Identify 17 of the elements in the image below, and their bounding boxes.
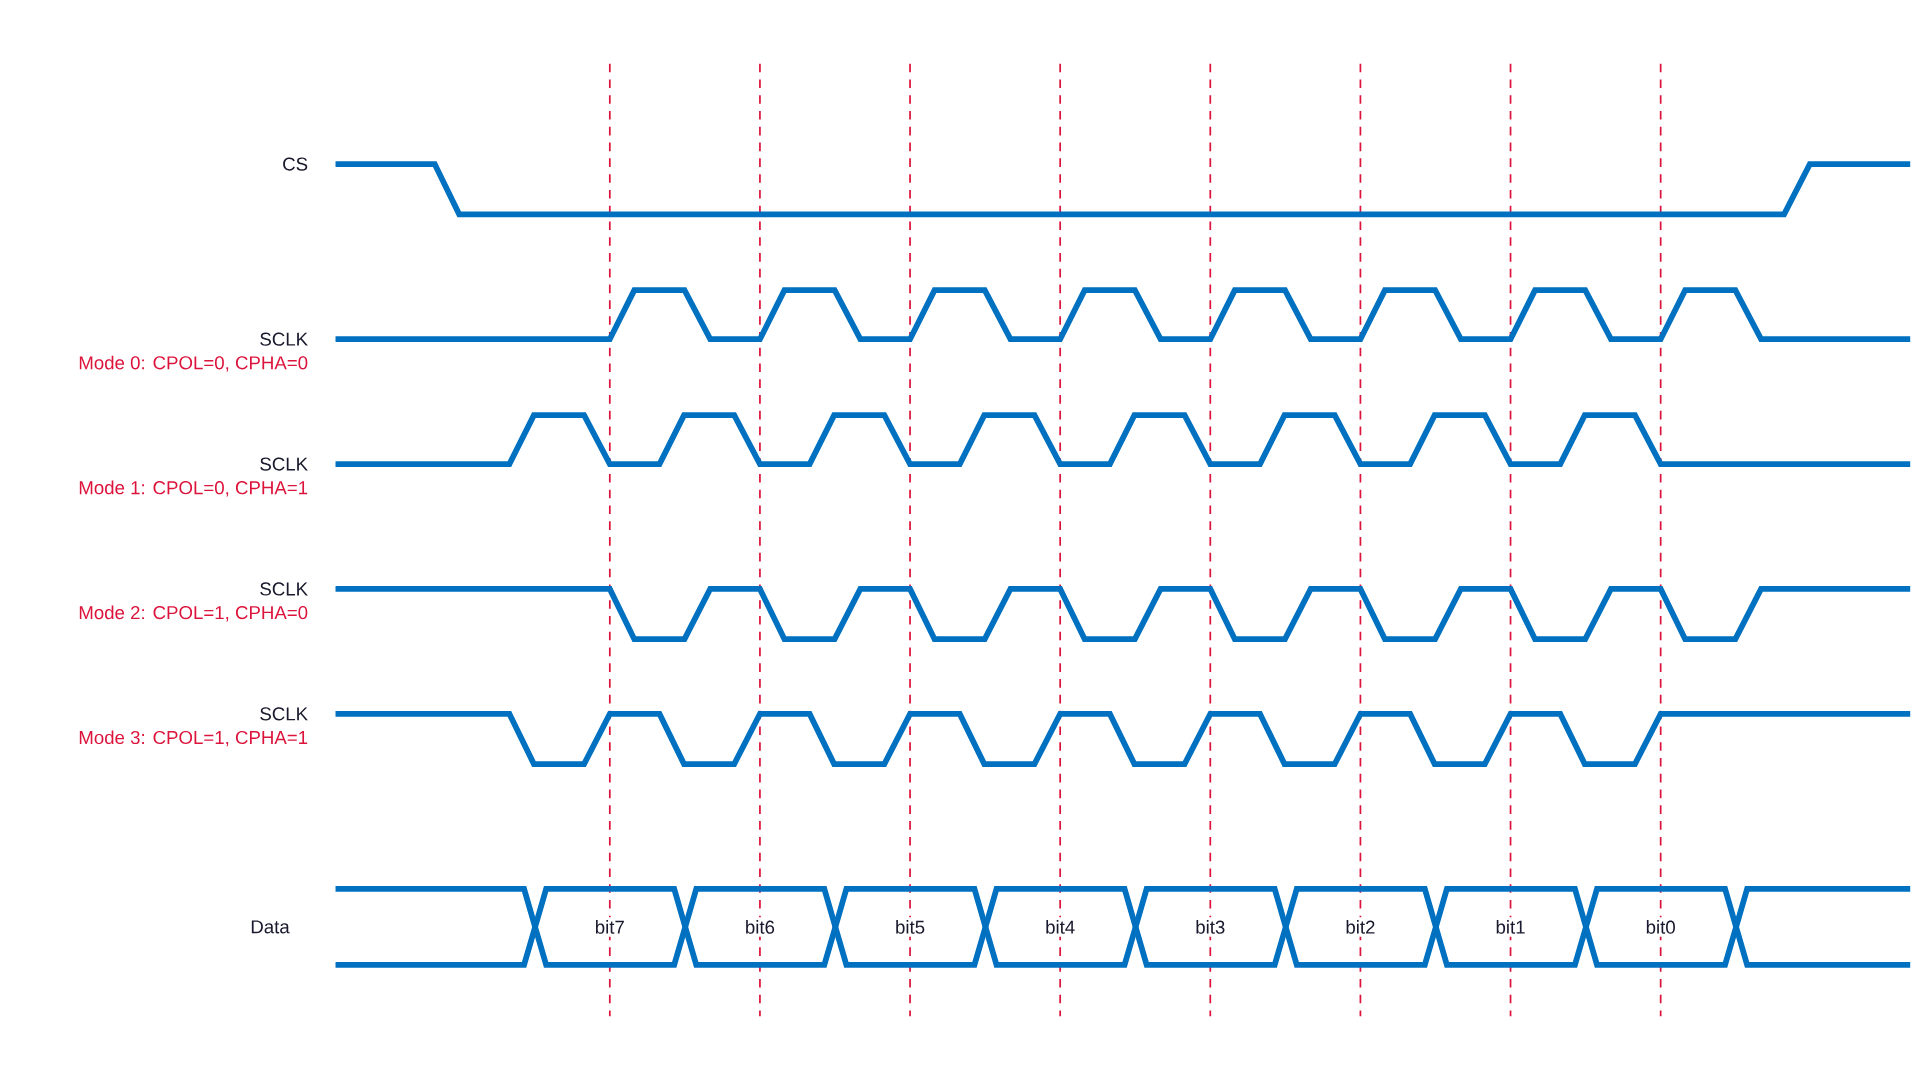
signal-label: Data bbox=[251, 920, 290, 934]
data-bit-cell: bit0 bbox=[1583, 886, 1740, 968]
signal-label: CS bbox=[283, 157, 308, 171]
data-bit-cell: bit3 bbox=[1132, 886, 1289, 968]
mode-label: Mode 3: CPOL=1, CPHA=1 bbox=[79, 730, 308, 747]
data-bit-cell: bit4 bbox=[982, 886, 1139, 968]
data-bit-cell: bit6 bbox=[682, 886, 839, 968]
mode-label: Mode 1: CPOL=0, CPHA=1 bbox=[79, 480, 308, 497]
data-bit-cell: bit2 bbox=[1282, 886, 1439, 968]
signal-label: SCLK bbox=[260, 707, 308, 721]
signal-label: SCLK bbox=[260, 582, 308, 596]
signal-label: SCLK bbox=[260, 332, 308, 346]
mode-label: Mode 2: CPOL=1, CPHA=0 bbox=[79, 605, 308, 622]
data-bit-cell: bit5 bbox=[832, 886, 989, 968]
signal-label: SCLK bbox=[260, 457, 308, 471]
data-bit-cell: bit7 bbox=[532, 886, 689, 968]
mode-label: Mode 0: CPOL=0, CPHA=0 bbox=[79, 355, 308, 372]
